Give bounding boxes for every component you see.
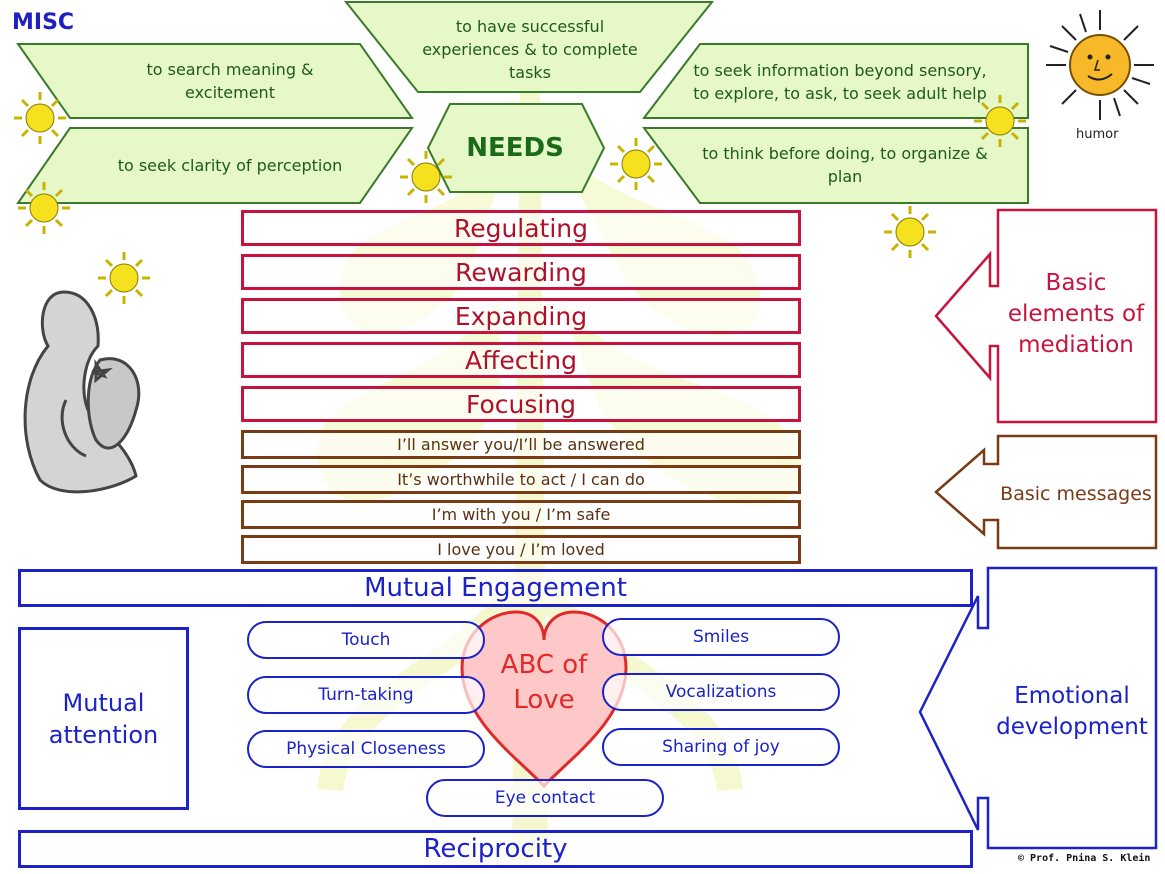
reciprocity-bar: Reciprocity: [18, 830, 973, 868]
sun-icon: [974, 95, 1026, 147]
mutual-attention-box: Mutual attention: [18, 627, 189, 810]
needs-left-top-shape: [16, 43, 414, 119]
needs-left-bottom-label: to seek clarity of perception: [117, 155, 343, 175]
sun-icons: [14, 92, 1026, 304]
smiling-sun-icon: [1046, 10, 1154, 120]
message-love-you: I love you / I’m loved: [241, 535, 801, 564]
needs-center-hexagon: [426, 103, 606, 193]
sun-icon: [400, 151, 452, 203]
needs-center-label: NEEDS: [466, 132, 564, 163]
pill-eye-contact: Eye contact: [426, 779, 664, 817]
heart-label: ABC of Love: [500, 650, 588, 715]
pill-sharing-of-joy: Sharing of joy: [602, 728, 840, 766]
needs-left-bottom-shape: [16, 127, 414, 204]
pill-smiles: Smiles: [602, 618, 840, 656]
sun-icon: [98, 252, 150, 304]
needs-right-bottom-label: to think before doing, to organize & pla…: [702, 144, 988, 186]
mutual-engagement-bar: Mutual Engagement: [18, 569, 973, 607]
mediation-expanding: Expanding: [241, 298, 801, 334]
message-with-you: I’m with you / I’m safe: [241, 500, 801, 529]
pill-touch: Touch: [247, 621, 485, 659]
needs-top-shape: [343, 1, 715, 93]
humor-label: humor: [1076, 127, 1119, 142]
pill-turn-taking: Turn-taking: [247, 676, 485, 714]
credit-label: © Prof. Pnina S. Klein: [1018, 853, 1151, 864]
pill-physical-closeness: Physical Closeness: [247, 730, 485, 768]
basic-elements-label: Basic elements of mediation: [1007, 269, 1145, 358]
emotional-development-arrow: [918, 566, 1158, 850]
mediation-regulating: Regulating: [241, 210, 801, 246]
mother-child-figure-icon: [23, 290, 141, 494]
basic-messages-label: Basic messages: [1000, 483, 1152, 505]
needs-left-top-label: to search meaning & excitement: [146, 60, 314, 102]
diagram-title: MISC: [12, 10, 75, 35]
needs-right-top-shape: [641, 43, 1029, 119]
needs-right-bottom-shape: [642, 127, 1029, 204]
mediation-focusing: Focusing: [241, 386, 801, 422]
basic-messages-arrow: [934, 434, 1158, 550]
basic-elements-arrow: [934, 208, 1158, 424]
mediation-affecting: Affecting: [241, 342, 801, 378]
sun-icon: [884, 206, 936, 258]
needs-shapes: [16, 1, 1029, 204]
needs-top-label: to have successful experiences & to comp…: [422, 16, 638, 82]
message-answer: I’ll answer you/I’ll be answered: [241, 430, 801, 459]
sun-icon: [18, 182, 70, 234]
sun-icon: [14, 92, 66, 144]
mediation-rewarding: Rewarding: [241, 254, 801, 290]
needs-right-top-label: to seek information beyond sensory, to e…: [693, 61, 987, 103]
emotional-development-label: Emotional development: [996, 683, 1148, 740]
message-worthwhile: It’s worthwhile to act / I can do: [241, 465, 801, 494]
sun-icon: [610, 138, 662, 190]
pill-vocalizations: Vocalizations: [602, 673, 840, 711]
